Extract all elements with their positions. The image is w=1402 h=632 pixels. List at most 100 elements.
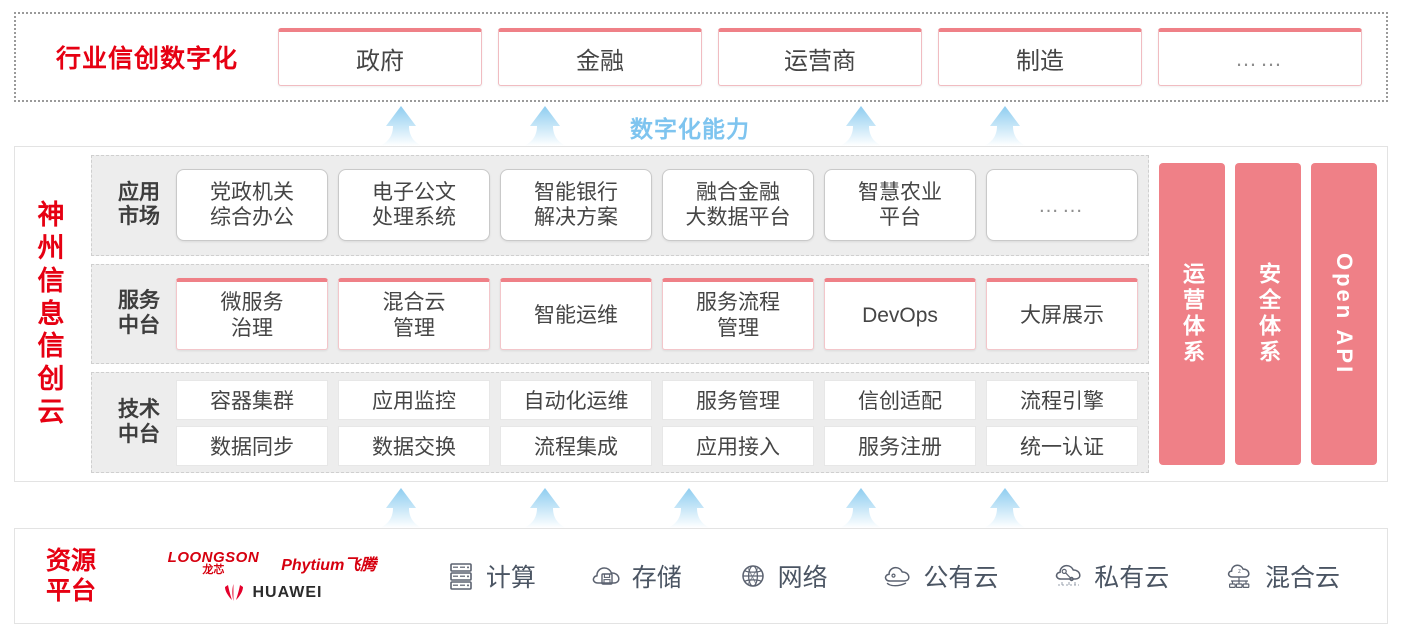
resource-item-hybrid-cloud[interactable]: z 混合云 — [1223, 558, 1340, 594]
resource-item-compute[interactable]: 计算 — [444, 558, 536, 594]
band-application-market: 应用 市场 党政机关 综合办公 电子公文 — [91, 155, 1149, 256]
vtitle-char: 云 — [37, 397, 65, 428]
industry-band: 行业信创数字化 政府 金融 运营商 制造 …… — [14, 12, 1388, 102]
app-card-edoc-system[interactable]: 电子公文 处理系统 — [338, 169, 490, 242]
tech-row: 容器集群 应用监控 自动化运维 服务管理 信创适配 流程引擎 — [176, 379, 1138, 420]
resource-item-label: 网络 — [777, 564, 828, 592]
side-panel-group: 运营体系 安全体系 Open API — [1159, 155, 1377, 473]
resource-item-private-cloud[interactable]: 私有云 — [1052, 558, 1169, 594]
tech-card-data-sync[interactable]: 数据同步 — [176, 425, 328, 466]
app-card-fintech-bigdata[interactable]: 融合金融 大数据平台 — [662, 169, 814, 242]
up-arrow-icon — [524, 106, 566, 146]
vtitle-char: 信 — [37, 331, 65, 362]
platform-bands: 应用 市场 党政机关 综合办公 电子公文 — [91, 155, 1149, 474]
resource-item-label: 计算 — [485, 564, 536, 592]
tech-card-process-engine[interactable]: 流程引擎 — [986, 379, 1138, 420]
vtitle-char: 神 — [37, 199, 65, 230]
resource-item-list: 计算 存储 网络 — [417, 558, 1387, 594]
loongson-logo: LOONGSON 龙芯 — [168, 550, 260, 576]
tech-card-app-monitoring[interactable]: 应用监控 — [338, 379, 490, 420]
card-line: 管理 — [393, 316, 435, 340]
resource-platform-band: 资源 平台 LOONGSON 龙芯 Phytium飞腾 — [14, 528, 1388, 624]
tech-card-automated-ops[interactable]: 自动化运维 — [500, 379, 652, 420]
side-panel-label: 安全体系 — [1256, 262, 1281, 366]
up-arrow-icon — [380, 488, 422, 528]
application-market-items: 党政机关 综合办公 电子公文 处理系统 智能银行 — [176, 169, 1138, 242]
tech-card-unified-auth[interactable]: 统一认证 — [986, 425, 1138, 466]
industry-card-government[interactable]: 政府 — [278, 28, 482, 86]
up-arrow-icon — [984, 488, 1026, 528]
card-line: 融合金融 — [696, 180, 780, 204]
app-card-smart-bank[interactable]: 智能银行 解决方案 — [500, 169, 652, 242]
industry-card-finance[interactable]: 金融 — [498, 28, 702, 86]
app-card-smart-agriculture[interactable]: 智慧农业 平台 — [824, 169, 976, 242]
band-service-platform: 服务 中台 微服务 治理 混合云 管 — [91, 263, 1149, 365]
private-cloud-icon — [1056, 564, 1081, 586]
tech-card-service-mgmt[interactable]: 服务管理 — [662, 379, 814, 420]
card-line: 服务流程 — [696, 290, 780, 314]
cloud-storage-icon — [592, 567, 620, 585]
card-line: 处理系统 — [372, 206, 456, 230]
tech-card-process-integration[interactable]: 流程集成 — [500, 425, 652, 466]
card-line: 电子公文 — [372, 180, 456, 204]
public-cloud-icon — [885, 566, 910, 587]
tech-card-app-access[interactable]: 应用接入 — [662, 425, 814, 466]
tech-card-data-exchange[interactable]: 数据交换 — [338, 425, 490, 466]
tech-card-service-registry[interactable]: 服务注册 — [824, 425, 976, 466]
vtitle-char: 州 — [37, 232, 65, 263]
card-line: 大数据平台 — [685, 206, 791, 230]
resource-item-public-cloud[interactable]: 公有云 — [881, 558, 998, 594]
res-title-line: 资源 — [45, 547, 96, 575]
svg-text:z: z — [1238, 569, 1241, 575]
card-line: 微服务 — [220, 290, 284, 314]
up-arrow-icon — [668, 488, 710, 528]
tech-card-xinchuang-adaptation[interactable]: 信创适配 — [824, 379, 976, 420]
industry-band-title: 行业信创数字化 — [55, 45, 238, 73]
app-card-more[interactable]: …… — [986, 169, 1138, 242]
vtitle-char: 创 — [37, 364, 65, 395]
huawei-logo: HUAWEI — [222, 583, 323, 603]
svc-card-hybrid-cloud-mgmt[interactable]: 混合云 管理 — [338, 278, 490, 350]
side-panel-security-system[interactable]: 安全体系 — [1235, 163, 1301, 465]
vendor-logo-row: LOONGSON 龙芯 Phytium飞腾 — [168, 550, 377, 576]
up-arrow-icon — [840, 488, 882, 528]
platform-container: 神 州 信 息 信 创 云 应用 市场 党政机关 — [14, 146, 1388, 482]
side-panel-label: Open API — [1332, 252, 1357, 376]
card-line: 解决方案 — [534, 206, 618, 230]
band-label-line: 中台 — [118, 314, 160, 337]
band-label-line: 应用 — [118, 180, 160, 204]
up-arrow-icon — [380, 106, 422, 146]
svc-card-aiops[interactable]: 智能运维 — [500, 278, 652, 350]
side-panel-open-api[interactable]: Open API — [1311, 163, 1377, 465]
side-panel-operations-system[interactable]: 运营体系 — [1159, 163, 1225, 465]
card-line: 平台 — [879, 206, 921, 230]
resource-item-network[interactable]: 网络 — [736, 558, 828, 594]
res-title-line: 平台 — [45, 577, 96, 605]
svc-card-devops[interactable]: DevOps — [824, 278, 976, 350]
band-label-line: 技术 — [118, 397, 160, 421]
band-label-line: 中台 — [118, 422, 160, 446]
svc-card-microservice-governance[interactable]: 微服务 治理 — [176, 278, 328, 350]
svc-card-dashboard[interactable]: 大屏展示 — [986, 278, 1138, 350]
band-label-application-market: 应用 市场 — [102, 181, 176, 231]
capability-arrow-strip: 数字化能力 — [0, 104, 1402, 146]
tech-card-container-cluster[interactable]: 容器集群 — [176, 379, 328, 420]
up-arrow-icon — [524, 488, 566, 528]
band-label-tech-platform: 技术 中台 — [102, 398, 176, 448]
platform-stack-area: 应用 市场 党政机关 综合办公 电子公文 — [87, 147, 1387, 481]
vendor-logo-row: HUAWEI — [222, 583, 323, 603]
industry-card-manufacturing[interactable]: 制造 — [938, 28, 1142, 86]
industry-card-carrier[interactable]: 运营商 — [718, 28, 922, 86]
band-label-line: 服务 — [118, 289, 160, 313]
resource-item-label: 私有云 — [1094, 564, 1170, 592]
resource-arrow-strip — [0, 486, 1402, 528]
resource-item-storage[interactable]: 存储 — [590, 558, 682, 594]
svc-card-service-process-mgmt[interactable]: 服务流程 管理 — [662, 278, 814, 350]
app-card-gov-office[interactable]: 党政机关 综合办公 — [176, 169, 328, 242]
industry-card-more[interactable]: …… — [1158, 28, 1362, 86]
up-arrow-icon — [840, 106, 882, 146]
tech-row: 数据同步 数据交换 流程集成 应用接入 服务注册 统一认证 — [176, 425, 1138, 466]
card-line: 党政机关 — [210, 180, 294, 204]
server-icon — [450, 563, 472, 590]
